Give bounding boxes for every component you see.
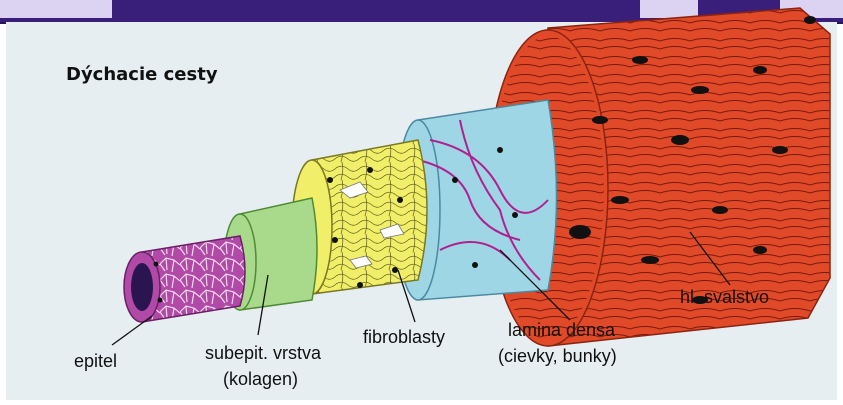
airway-lumen <box>131 263 153 311</box>
label-svalstvo: hl. svalstvo <box>680 287 769 307</box>
label-subepit-line1: subepit. vrstva <box>205 343 322 363</box>
label-epitel: epitel <box>74 351 117 371</box>
epithelium-layer <box>124 236 245 322</box>
label-fibroblasty: fibroblasty <box>363 327 445 347</box>
label-subepit-line2: (kolagen) <box>223 369 298 389</box>
label-lamina-line1: lamina densa <box>508 320 616 340</box>
label-lamina-line2: (cievky, bunky) <box>498 346 617 366</box>
